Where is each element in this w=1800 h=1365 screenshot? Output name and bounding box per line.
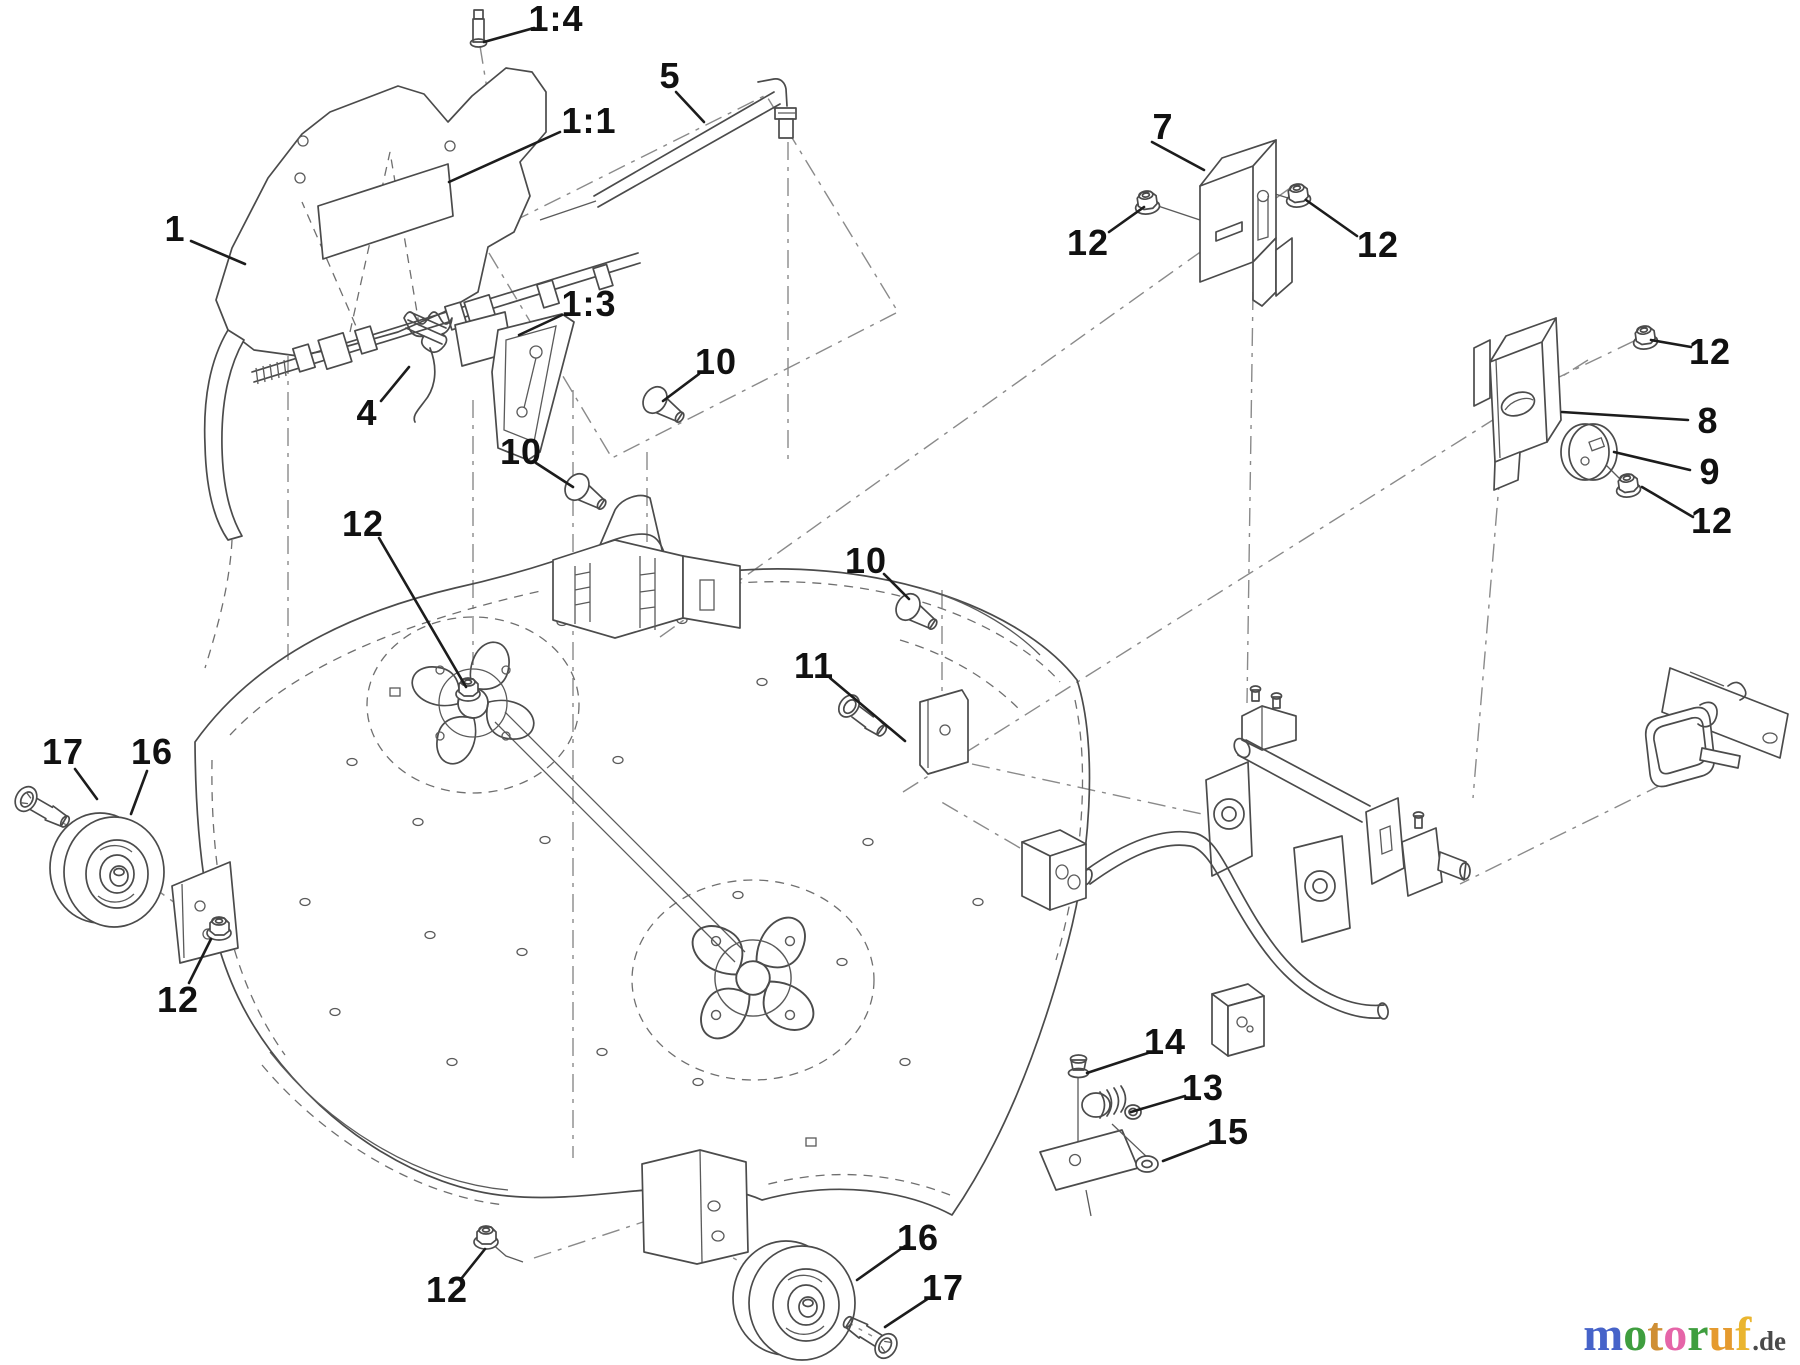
logo-letter: t: [1647, 1308, 1664, 1361]
logo-letter: o: [1663, 1308, 1688, 1361]
leader-line-13: [1129, 1094, 1187, 1114]
spring-part4: [403, 311, 453, 423]
washer-part15: [1135, 1155, 1159, 1173]
leader-line-9: [1612, 450, 1692, 472]
leader-line-15: [1161, 1140, 1215, 1163]
left-stop-box: [1021, 829, 1087, 911]
leader-line-17: [73, 767, 99, 801]
hanger-bracket-part7: [1199, 139, 1293, 307]
bolt-part-1-4: [469, 9, 488, 48]
leader-line-1-1: [447, 130, 562, 184]
motoruf-logo[interactable]: motoruf.de: [1583, 1311, 1786, 1359]
leader-line-12: [1640, 485, 1695, 519]
leader-line-12: [377, 536, 468, 689]
leader-line-14: [1085, 1050, 1153, 1075]
leader-line-1-4: [482, 26, 536, 44]
front-wheel-bracket: [641, 1149, 749, 1265]
decal-plate-1-1: [317, 163, 454, 260]
logo-suffix: .de: [1752, 1326, 1786, 1356]
deck-holes: [299, 615, 984, 1147]
mower-deck-shell: [171, 494, 1091, 1265]
leader-line-10: [882, 572, 911, 601]
bottom-stop-box: [1211, 983, 1265, 1057]
leader-line-12: [459, 1247, 487, 1281]
leader-line-10: [661, 372, 701, 403]
bolt-part14: [1067, 1054, 1090, 1150]
logo-word: motoruf: [1583, 1308, 1751, 1361]
gauge-wheel-left: [49, 812, 165, 928]
carriage-bolt-10b: [559, 468, 614, 518]
flange-nut-12g: [473, 1225, 499, 1250]
flange-nut-12d: [1613, 471, 1643, 500]
leader-line-11: [828, 676, 907, 743]
deck-rear-bracket: [552, 539, 741, 639]
washer-part9: [1560, 423, 1618, 481]
hanger-bracket-part8: [1473, 317, 1562, 491]
shoulder-bolt-17-bottom: [837, 1308, 903, 1364]
cam-roller-part13: [1081, 1085, 1142, 1120]
leader-line-12: [187, 937, 213, 985]
carriage-bolt-10a: [637, 381, 692, 431]
flange-nut-12b: [1283, 181, 1313, 210]
leader-line-5: [674, 90, 706, 124]
logo-letter: m: [1583, 1308, 1624, 1361]
leader-line-7: [1150, 140, 1206, 172]
bolt11-angle-bracket: [919, 689, 969, 775]
logo-letter: u: [1708, 1308, 1736, 1361]
leader-line-1-3: [517, 313, 564, 337]
leader-line-12: [1107, 205, 1146, 234]
flange-bolt-part11: [837, 694, 888, 737]
hinge-rod-assembly: [251, 252, 641, 385]
lift-rod-part5: [539, 78, 797, 221]
leader-line-12: [1304, 198, 1359, 238]
leader-line-10: [534, 461, 575, 489]
logo-letter: f: [1735, 1308, 1752, 1361]
leader-line-1: [189, 239, 247, 266]
leader-line-17: [883, 1296, 931, 1329]
leader-line-16: [129, 769, 149, 816]
deflector-arm: [203, 329, 245, 541]
logo-letter: r: [1687, 1308, 1709, 1361]
gauge-wheel-bottom: [732, 1240, 856, 1361]
lift-linkage-assembly: [1021, 685, 1471, 1057]
wedge-part-1-3: [491, 313, 575, 461]
leader-line-4: [379, 365, 411, 403]
shoulder-bolt-17-left: [9, 781, 76, 836]
flange-nut-12c: [1630, 323, 1660, 352]
rear-hanger-bracket: [1644, 667, 1789, 788]
cam-plate: [1039, 1129, 1139, 1191]
deflector-shield-part1: [203, 67, 641, 541]
flange-nut-12e: [455, 677, 481, 702]
right-spindle-boss: [683, 908, 823, 1048]
cam-lock-group: [1039, 1054, 1159, 1217]
left-wheel-bracket: [171, 861, 239, 964]
logo-letter: o: [1623, 1308, 1648, 1361]
leader-line-8: [1560, 410, 1690, 422]
leader-line-12: [1649, 338, 1693, 349]
callout-leader-lines: [73, 26, 1695, 1329]
leader-line-16: [855, 1244, 907, 1282]
